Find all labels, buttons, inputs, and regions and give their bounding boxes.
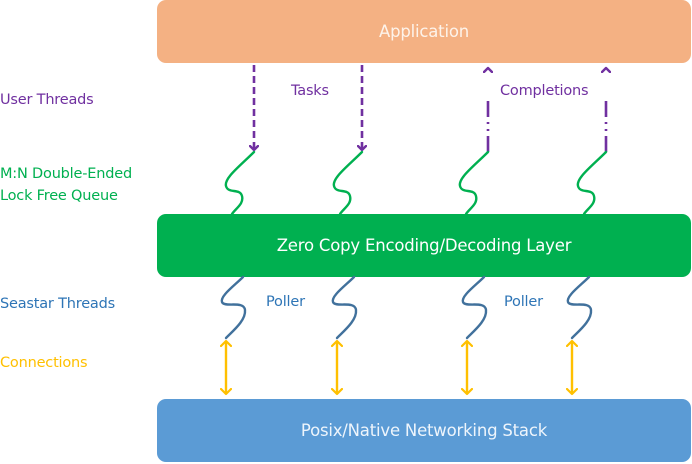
seastar-squiggle bbox=[331, 275, 358, 340]
seastar-threads-label: Seastar Threads bbox=[0, 296, 115, 312]
seastar-squiggle bbox=[461, 275, 488, 340]
application-layer: Application bbox=[157, 0, 691, 63]
completions-label: Completions bbox=[500, 83, 589, 99]
user-threads-label: User Threads bbox=[0, 92, 94, 108]
codec-label: Zero Copy Encoding/Decoding Layer bbox=[276, 236, 572, 255]
poller-label-right: Poller bbox=[504, 294, 543, 310]
queue-squiggle bbox=[458, 150, 490, 216]
queue-squiggle bbox=[332, 150, 364, 216]
network-stack-label: Posix/Native Networking Stack bbox=[300, 421, 548, 440]
tasks-label: Tasks bbox=[291, 83, 329, 99]
application-label: Application bbox=[379, 22, 469, 41]
codec-layer: Zero Copy Encoding/Decoding Layer bbox=[157, 214, 691, 277]
queue-label-line2: Lock Free Queue bbox=[0, 188, 118, 204]
connections-label: Connections bbox=[0, 355, 88, 371]
queue-label-line1: M:N Double-Ended bbox=[0, 166, 132, 182]
queue-squiggle bbox=[576, 150, 608, 216]
queue-squiggle bbox=[224, 150, 256, 216]
poller-label-left: Poller bbox=[266, 294, 305, 310]
seastar-squiggle bbox=[566, 275, 593, 340]
seastar-squiggle bbox=[220, 275, 247, 340]
network-stack-layer: Posix/Native Networking Stack bbox=[157, 399, 691, 462]
